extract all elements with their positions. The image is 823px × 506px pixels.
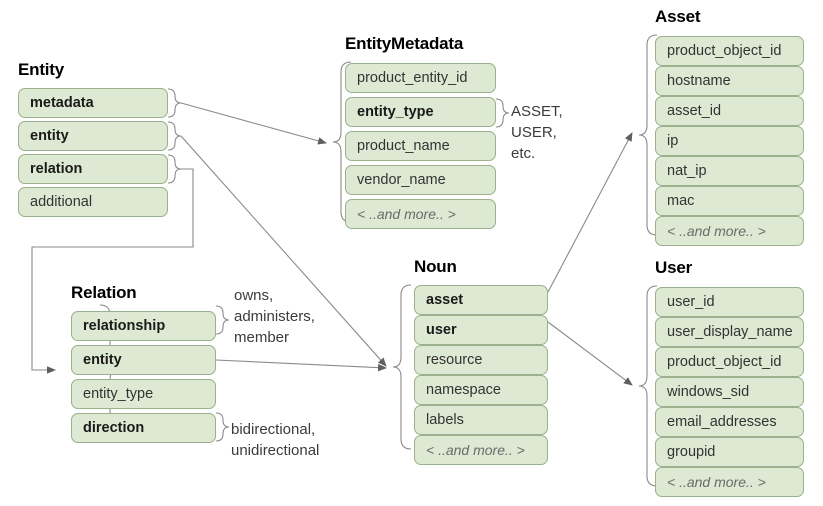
field-em-entity-type[interactable]: entity_type	[345, 97, 496, 127]
field-user-display-name[interactable]: user_display_name	[655, 317, 804, 347]
field-asset-asset-id[interactable]: asset_id	[655, 96, 804, 126]
field-asset-product-object-id[interactable]: product_object_id	[655, 36, 804, 66]
field-relation-relationship[interactable]: relationship	[71, 311, 216, 341]
group-title-relation: Relation	[71, 283, 137, 302]
field-relation-direction[interactable]: direction	[71, 413, 216, 443]
field-noun-namespace[interactable]: namespace	[414, 375, 548, 405]
field-user-user-id[interactable]: user_id	[655, 287, 804, 317]
field-user-windows-sid[interactable]: windows_sid	[655, 377, 804, 407]
field-em-product-entity-id[interactable]: product_entity_id	[345, 63, 496, 93]
field-noun-and-more[interactable]: < ..and more.. >	[414, 435, 548, 465]
field-user-groupid[interactable]: groupid	[655, 437, 804, 467]
group-title-asset: Asset	[655, 7, 701, 26]
field-asset-hostname[interactable]: hostname	[655, 66, 804, 96]
field-noun-user[interactable]: user	[414, 315, 548, 345]
note-relationship-values: owns, administers, member	[234, 287, 315, 346]
group-title-entity-metadata: EntityMetadata	[345, 34, 464, 53]
note-entity-type-values: ASSET, USER, etc.	[511, 103, 563, 162]
field-relation-entity-type[interactable]: entity_type	[71, 379, 216, 409]
field-entity-relation[interactable]: relation	[18, 154, 168, 184]
field-em-and-more[interactable]: < ..and more.. >	[345, 199, 496, 229]
field-entity-entity[interactable]: entity	[18, 121, 168, 151]
field-noun-asset[interactable]: asset	[414, 285, 548, 315]
field-entity-metadata[interactable]: metadata	[18, 88, 168, 118]
field-noun-labels[interactable]: labels	[414, 405, 548, 435]
field-asset-and-more[interactable]: < ..and more.. >	[655, 216, 804, 246]
group-title-noun: Noun	[414, 257, 457, 276]
field-user-and-more[interactable]: < ..and more.. >	[655, 467, 804, 497]
field-noun-resource[interactable]: resource	[414, 345, 548, 375]
group-title-entity: Entity	[18, 60, 65, 79]
field-entity-additional[interactable]: additional	[18, 187, 168, 217]
field-user-product-object-id[interactable]: product_object_id	[655, 347, 804, 377]
field-asset-mac[interactable]: mac	[655, 186, 804, 216]
field-asset-ip[interactable]: ip	[655, 126, 804, 156]
note-direction-values: bidirectional, unidirectional	[231, 421, 320, 459]
field-em-vendor-name[interactable]: vendor_name	[345, 165, 496, 195]
field-em-product-name[interactable]: product_name	[345, 131, 496, 161]
group-title-user: User	[655, 258, 693, 277]
field-asset-nat-ip[interactable]: nat_ip	[655, 156, 804, 186]
field-relation-entity[interactable]: entity	[71, 345, 216, 375]
field-user-email-addresses[interactable]: email_addresses	[655, 407, 804, 437]
